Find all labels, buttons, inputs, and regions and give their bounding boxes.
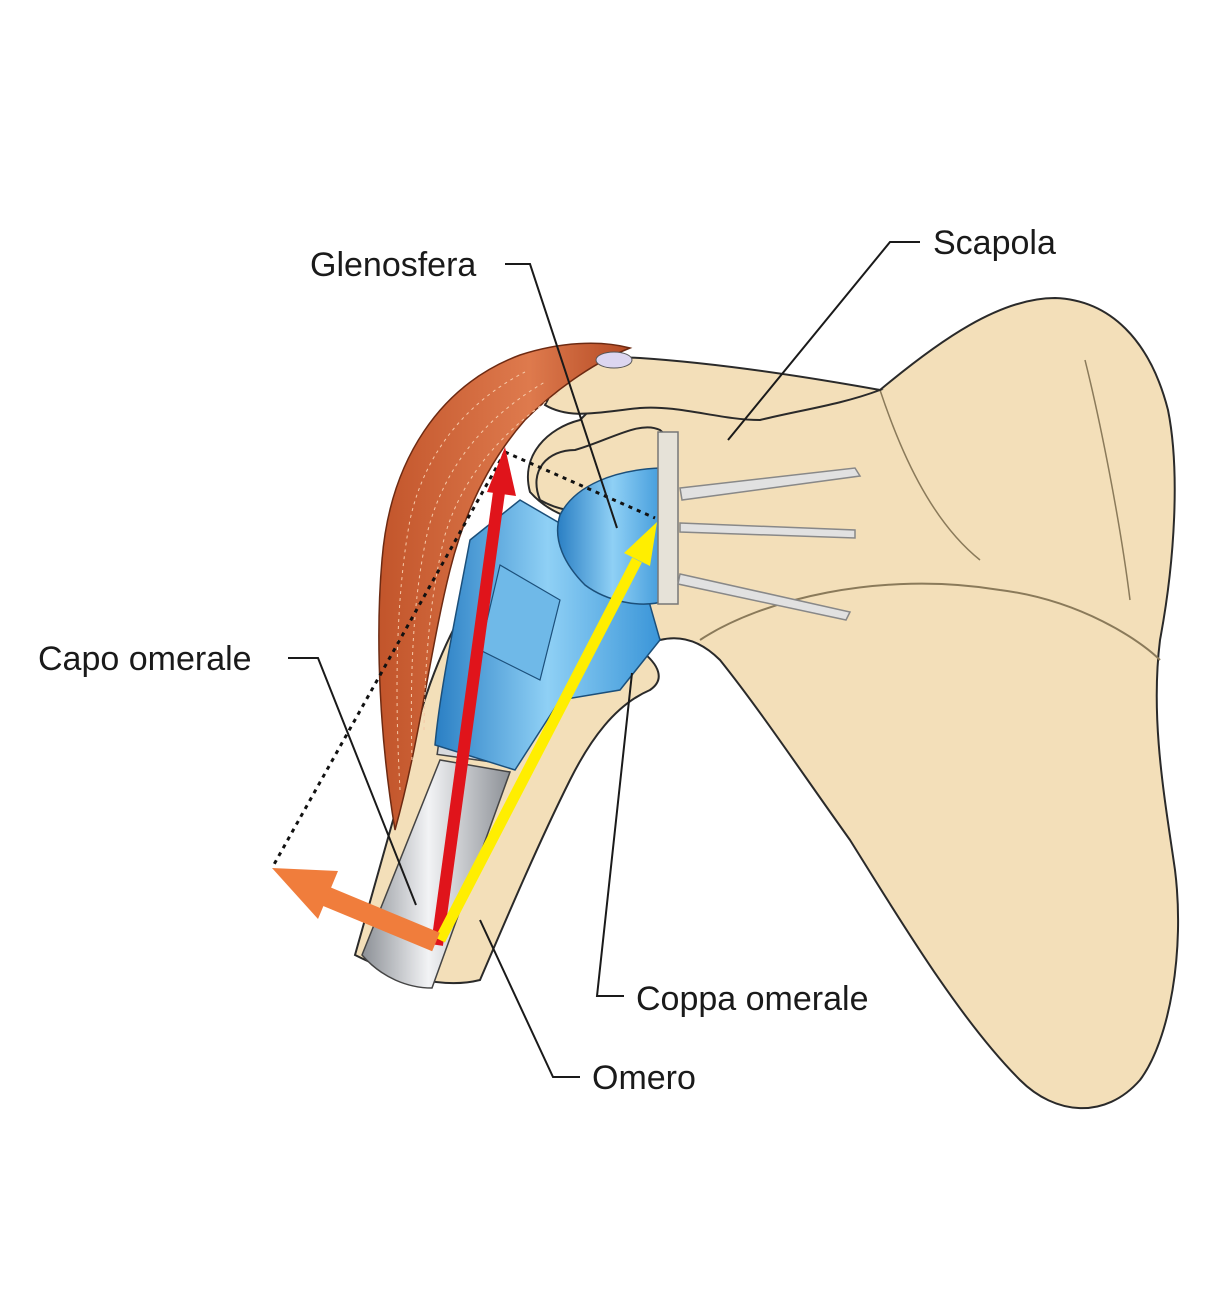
screw	[679, 467, 862, 501]
deltoid-muscle	[378, 342, 633, 831]
label-omero: Omero	[592, 1059, 696, 1097]
glenosphere-implant	[556, 467, 669, 605]
label-scapola: Scapola	[933, 224, 1056, 262]
bursa	[595, 351, 633, 369]
orange-force-arrow	[272, 868, 440, 952]
red-force-arrow	[431, 447, 516, 946]
acromion-bone	[543, 356, 884, 422]
leader-capo-omerale	[288, 657, 417, 906]
label-capo-omerale: Capo omerale	[38, 640, 252, 678]
scapula-ridge	[699, 582, 1161, 661]
yellow-force-arrow	[435, 522, 657, 943]
scapula-ridge	[879, 389, 981, 561]
glenoid-baseplate	[657, 431, 679, 605]
screw	[677, 573, 852, 621]
label-glenosfera: Glenosfera	[310, 246, 476, 284]
screw	[679, 522, 856, 539]
label-coppa-omerale: Coppa omerale	[636, 980, 868, 1018]
leader-scapola	[727, 241, 920, 441]
scapula-ridge	[1084, 359, 1131, 601]
leader-glenosfera	[505, 263, 618, 529]
leader-omero	[479, 919, 580, 1078]
force-dotted-line	[504, 450, 656, 520]
force-dotted-line	[270, 451, 507, 869]
leader-coppa-omerale	[595, 672, 633, 997]
deltoid-fibers	[396, 371, 561, 791]
